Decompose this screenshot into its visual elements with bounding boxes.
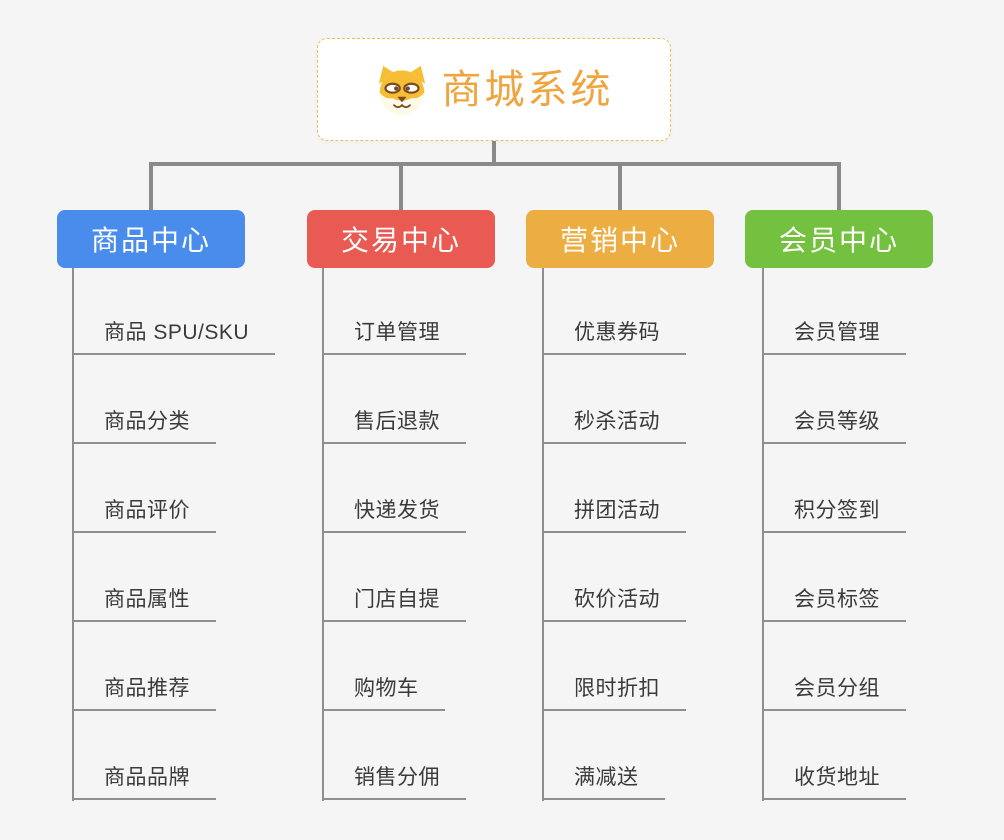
connector-root-stem [492, 141, 496, 163]
dog-icon [375, 65, 429, 115]
branch-trunk-trade [322, 268, 324, 801]
leaf-item[interactable]: 砍价活动 [542, 576, 686, 622]
leaf-item[interactable]: 商品推荐 [72, 665, 216, 711]
branch-node-product-center[interactable]: 商品中心 [57, 210, 245, 268]
connector-drop-marketing [618, 165, 622, 210]
leaf-item[interactable]: 快递发货 [322, 487, 466, 533]
connector-drop-product [149, 165, 153, 210]
leaf-item[interactable]: 收货地址 [762, 754, 906, 800]
branch-node-trade-center[interactable]: 交易中心 [307, 210, 495, 268]
leaf-item[interactable]: 秒杀活动 [542, 398, 686, 444]
leaf-item[interactable]: 会员分组 [762, 665, 906, 711]
connector-drop-member [837, 165, 841, 210]
leaf-item[interactable]: 售后退款 [322, 398, 466, 444]
leaf-item[interactable]: 订单管理 [322, 309, 466, 355]
leaf-item[interactable]: 商品属性 [72, 576, 216, 622]
connector-bus [149, 162, 841, 166]
leaf-item[interactable]: 商品 SPU/SKU [72, 309, 276, 355]
branch-node-member-center[interactable]: 会员中心 [745, 210, 933, 268]
leaf-item[interactable]: 满减送 [542, 754, 665, 800]
leaf-item[interactable]: 销售分佣 [322, 754, 466, 800]
root-title: 商城系统 [441, 67, 614, 112]
leaf-item[interactable]: 门店自提 [322, 576, 466, 622]
leaf-item[interactable]: 商品分类 [72, 398, 216, 444]
root-node[interactable]: 商城系统 [317, 38, 671, 141]
branch-trunk-member [762, 268, 764, 801]
leaf-item[interactable]: 限时折扣 [542, 665, 686, 711]
connector-drop-trade [399, 165, 403, 210]
branch-node-marketing-center[interactable]: 营销中心 [526, 210, 714, 268]
leaf-item[interactable]: 会员标签 [762, 576, 906, 622]
leaf-item[interactable]: 商品品牌 [72, 754, 216, 800]
leaf-item[interactable]: 优惠券码 [542, 309, 686, 355]
branch-trunk-marketing [542, 268, 544, 801]
leaf-item[interactable]: 拼团活动 [542, 487, 686, 533]
leaf-item[interactable]: 积分签到 [762, 487, 906, 533]
leaf-item[interactable]: 购物车 [322, 665, 445, 711]
leaf-item[interactable]: 商品评价 [72, 487, 216, 533]
leaf-item[interactable]: 会员管理 [762, 309, 906, 355]
leaf-item[interactable]: 会员等级 [762, 398, 906, 444]
branch-trunk-product [72, 268, 74, 801]
